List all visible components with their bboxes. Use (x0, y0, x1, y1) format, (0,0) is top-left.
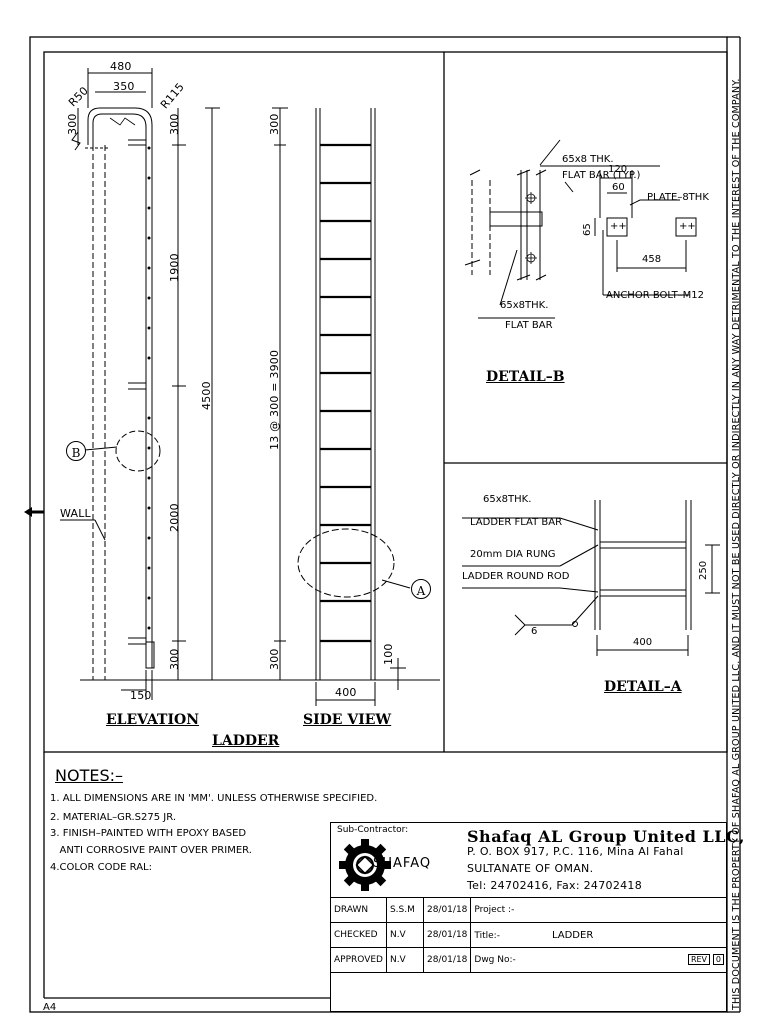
company-address-1: P. O. BOX 917, P.C. 116, Mina Al Fahal (467, 845, 684, 858)
field-label: Project :- (474, 905, 515, 915)
field-label: Dwg No:- (474, 955, 516, 965)
role-cell: APPROVED (330, 947, 387, 973)
role-cell: DRAWN (330, 897, 387, 923)
by-cell: N.V (385, 947, 424, 973)
company-name: Shafaq AL Group United LLC, (467, 827, 745, 846)
db-flatbar-top-2: FLAT BAR (TYP.) (562, 170, 641, 181)
sv-dim-spacing: 13 @ 300 = 3900 (268, 349, 281, 450)
da-flatbar-1: 65x8THK. (483, 494, 532, 505)
da-dim-250: 250 (698, 560, 709, 580)
db-dim-120: 120 (608, 164, 628, 175)
date-cell: 28/01/18 (422, 922, 472, 948)
rev-value: 0 (712, 954, 724, 965)
drawing-title: LADDER (212, 733, 280, 749)
callout-a-label: A (416, 584, 426, 598)
field-cell: Title:- LADDER (470, 922, 727, 948)
gear-logo-icon (339, 839, 391, 891)
table-row: APPROVED N.V 28/01/18 Dwg No:- REV 0 (330, 947, 727, 973)
da-rung-1: 20mm DIA RUNG (470, 549, 556, 560)
da-rung-2: LADDER ROUND ROD (462, 571, 570, 582)
db-flatbar-bot-1: 65x8THK. (500, 300, 549, 311)
field-value: LADDER (551, 929, 594, 941)
by-cell: S.S.M (385, 897, 424, 923)
sv-dim-top: 300 (268, 113, 281, 135)
side-view-title: SIDE VIEW (303, 712, 392, 728)
db-dim-458: 458 (642, 254, 662, 265)
da-flatbar-2: LADDER FLAT BAR (470, 517, 563, 528)
sv-dim-bottom: 300 (268, 648, 281, 670)
table-row: CHECKED N.V 28/01/18 Title:- LADDER (330, 922, 727, 948)
callout-b: B (66, 441, 86, 461)
db-anchor: ANCHOR BOLT–M12 (606, 290, 705, 301)
dim-top-right: 300 (168, 113, 181, 135)
note-2: 2. MATERIAL–GR.S275 JR. (50, 812, 177, 823)
db-dim-65: 65 (582, 223, 593, 236)
approval-table: DRAWN S.S.M 28/01/18 Project :- CHECKED … (330, 897, 727, 973)
logo-text: SHAFAQ (373, 856, 432, 871)
dim-bottom: 300 (168, 648, 181, 670)
role-cell: CHECKED (330, 922, 387, 948)
callout-b-label: B (71, 446, 81, 460)
company-phone: Tel: 24702416, Fax: 24702418 (467, 879, 643, 892)
note-1: 1. ALL DIMENSIONS ARE IN 'MM'. UNLESS OT… (50, 793, 378, 804)
rev-cell: REV 0 (682, 947, 727, 973)
elevation-title: ELEVATION (106, 712, 200, 728)
db-flatbar-bot-2: FLAT BAR (505, 320, 553, 331)
property-disclaimer: THIS DOCUMENT IS THE PROPERTY OF SHAFAQ … (731, 78, 742, 1010)
title-block: Sub-Contractor: SHAFAQ Shafaq AL Group U… (330, 822, 744, 1012)
da-weld: 6 (531, 626, 538, 637)
db-flatbar-top-1: 65x8 THK. (562, 154, 614, 165)
date-cell: 28/01/18 (422, 947, 472, 973)
db-plate: PLATE–8THK (647, 192, 709, 203)
date-cell: 28/01/18 (422, 897, 472, 923)
field-label: Title:- (474, 930, 500, 941)
dim-overall: 4500 (200, 381, 213, 410)
rev-label: REV (687, 954, 711, 965)
sv-dim-gap: 100 (382, 643, 395, 665)
note-4: 4.COLOR CODE RAL: (50, 862, 152, 873)
field-cell: Project :- (470, 897, 727, 923)
subcontractor-label: Sub-Contractor: (337, 825, 409, 835)
paper-size-label: A4 (43, 1002, 57, 1013)
note-3: 3. FINISH–PAINTED WITH EPOXY BASED (50, 828, 247, 839)
plate-bolt-1: ++ (610, 221, 627, 232)
wall-label: WALL (60, 507, 91, 520)
dim-base: 150 (130, 689, 152, 702)
dim-width-inner: 350 (113, 80, 135, 93)
by-cell: N.V (385, 922, 424, 948)
notes-heading: NOTES:– (55, 766, 123, 785)
plate-bolt-2: ++ (679, 221, 696, 232)
detail-b-title: DETAIL–B (486, 369, 565, 385)
callout-a: A (411, 579, 431, 599)
company-logo: SHAFAQ (337, 837, 459, 897)
dim-seg-lower: 2000 (168, 503, 181, 532)
sv-dim-width: 400 (335, 686, 357, 699)
dim-seg-upper: 1900 (168, 253, 181, 282)
dim-width-top: 480 (110, 60, 132, 73)
field-cell: Dwg No:- (470, 947, 682, 973)
company-address-2: SULTANATE OF OMAN. (467, 862, 594, 875)
note-3b: ANTI CORROSIVE PAINT OVER PRIMER. (50, 845, 252, 856)
db-dim-60: 60 (612, 182, 625, 193)
detail-a-title: DETAIL–A (604, 679, 682, 695)
da-dim-400: 400 (633, 637, 653, 648)
table-row: DRAWN S.S.M 28/01/18 Project :- (330, 897, 727, 923)
dim-top-left: 300 (66, 113, 79, 135)
